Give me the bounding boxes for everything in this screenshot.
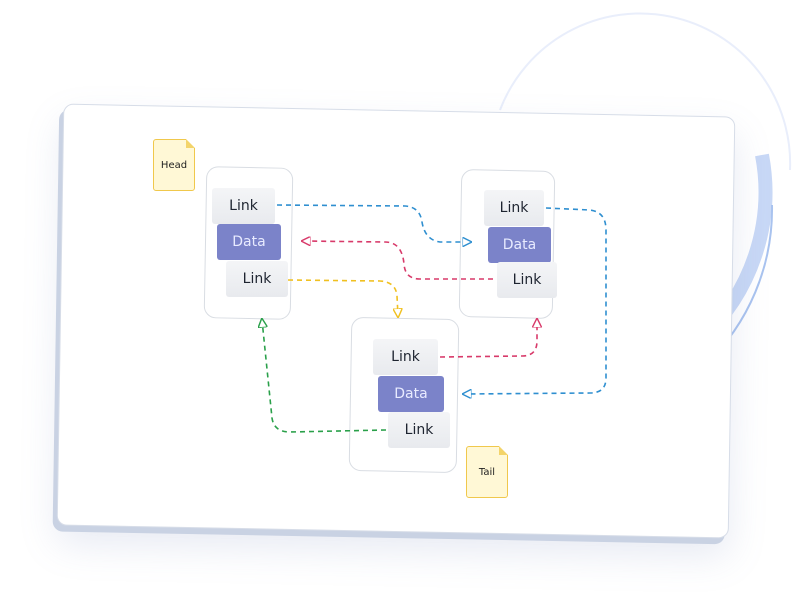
head-note[interactable]: Head <box>153 139 195 191</box>
node-2-prev-link[interactable]: Link <box>497 262 557 298</box>
node-3-data[interactable]: Data <box>378 376 444 412</box>
tail-label: Tail <box>478 466 496 478</box>
node-1-prev-link[interactable]: Link <box>226 261 288 297</box>
node-1-data[interactable]: Data <box>217 224 281 260</box>
tail-note[interactable]: Tail <box>466 446 508 498</box>
node-3-prev-link[interactable]: Link <box>388 412 450 448</box>
node-3-next-link[interactable]: Link <box>373 339 438 375</box>
head-next-arrow <box>287 279 398 316</box>
node-2-data[interactable]: Data <box>488 227 551 263</box>
tail-prev-arrow <box>262 320 387 433</box>
head-label: Head <box>160 159 188 171</box>
node-2-next-arrow <box>464 207 607 394</box>
note-fold-icon <box>186 139 195 148</box>
node-2-prev-arrow <box>303 241 493 280</box>
node-2-next-link[interactable]: Link <box>484 190 544 226</box>
node-3-prev-arrow <box>439 320 537 358</box>
note-fold-icon <box>499 446 508 455</box>
node-1-next-link[interactable]: Link <box>212 188 275 224</box>
node-1-next-arrow <box>276 204 470 242</box>
